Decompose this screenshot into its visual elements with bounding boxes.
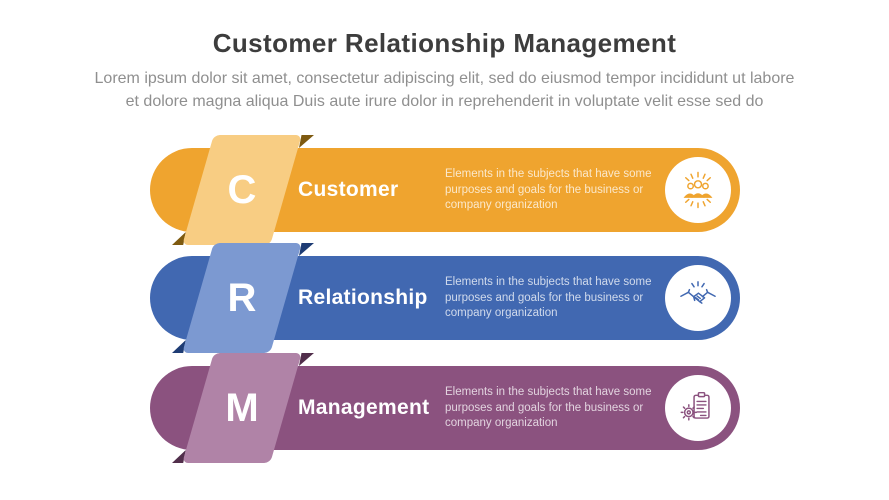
row-letter: R [227, 275, 257, 320]
row-customer: Customer Elements in the subjects that h… [150, 135, 740, 245]
handshake-icon [680, 281, 716, 304]
clipboard-gear-icon [680, 391, 710, 421]
subtitle-line-1: Lorem ipsum dolor sit amet, consectetur … [94, 70, 795, 87]
page-title: Customer Relationship Management [212, 28, 677, 58]
row-letter: M [225, 385, 259, 430]
row-label: Management [298, 396, 430, 419]
team-icon [683, 171, 713, 209]
row-relationship: Relationship Elements in the subjects th… [150, 243, 740, 353]
row-management: Management Elements in the subjects that… [150, 353, 740, 463]
icon-circle [665, 265, 731, 331]
row-description: Elements in the subjects that have some … [445, 385, 652, 429]
ribbon-fold-top [298, 243, 314, 256]
row-label: Relationship [298, 286, 428, 309]
ribbon-fold-top [298, 135, 314, 148]
row-label: Customer [298, 178, 399, 201]
letter-ribbon: M [172, 353, 314, 463]
row-description: Elements in the subjects that have some … [445, 167, 652, 211]
row-description: Elements in the subjects that have some … [445, 275, 652, 319]
subtitle-line-2: et dolore magna aliqua Duis aute irure d… [125, 92, 764, 110]
row-letter: C [227, 167, 257, 212]
letter-ribbon: C [172, 135, 314, 245]
ribbon-fold-top [298, 353, 314, 366]
letter-ribbon: R [172, 243, 314, 353]
icon-circle [665, 157, 731, 223]
page-subtitle: Lorem ipsum dolor sit amet, consectetur … [0, 68, 889, 113]
icon-circle [665, 375, 731, 441]
